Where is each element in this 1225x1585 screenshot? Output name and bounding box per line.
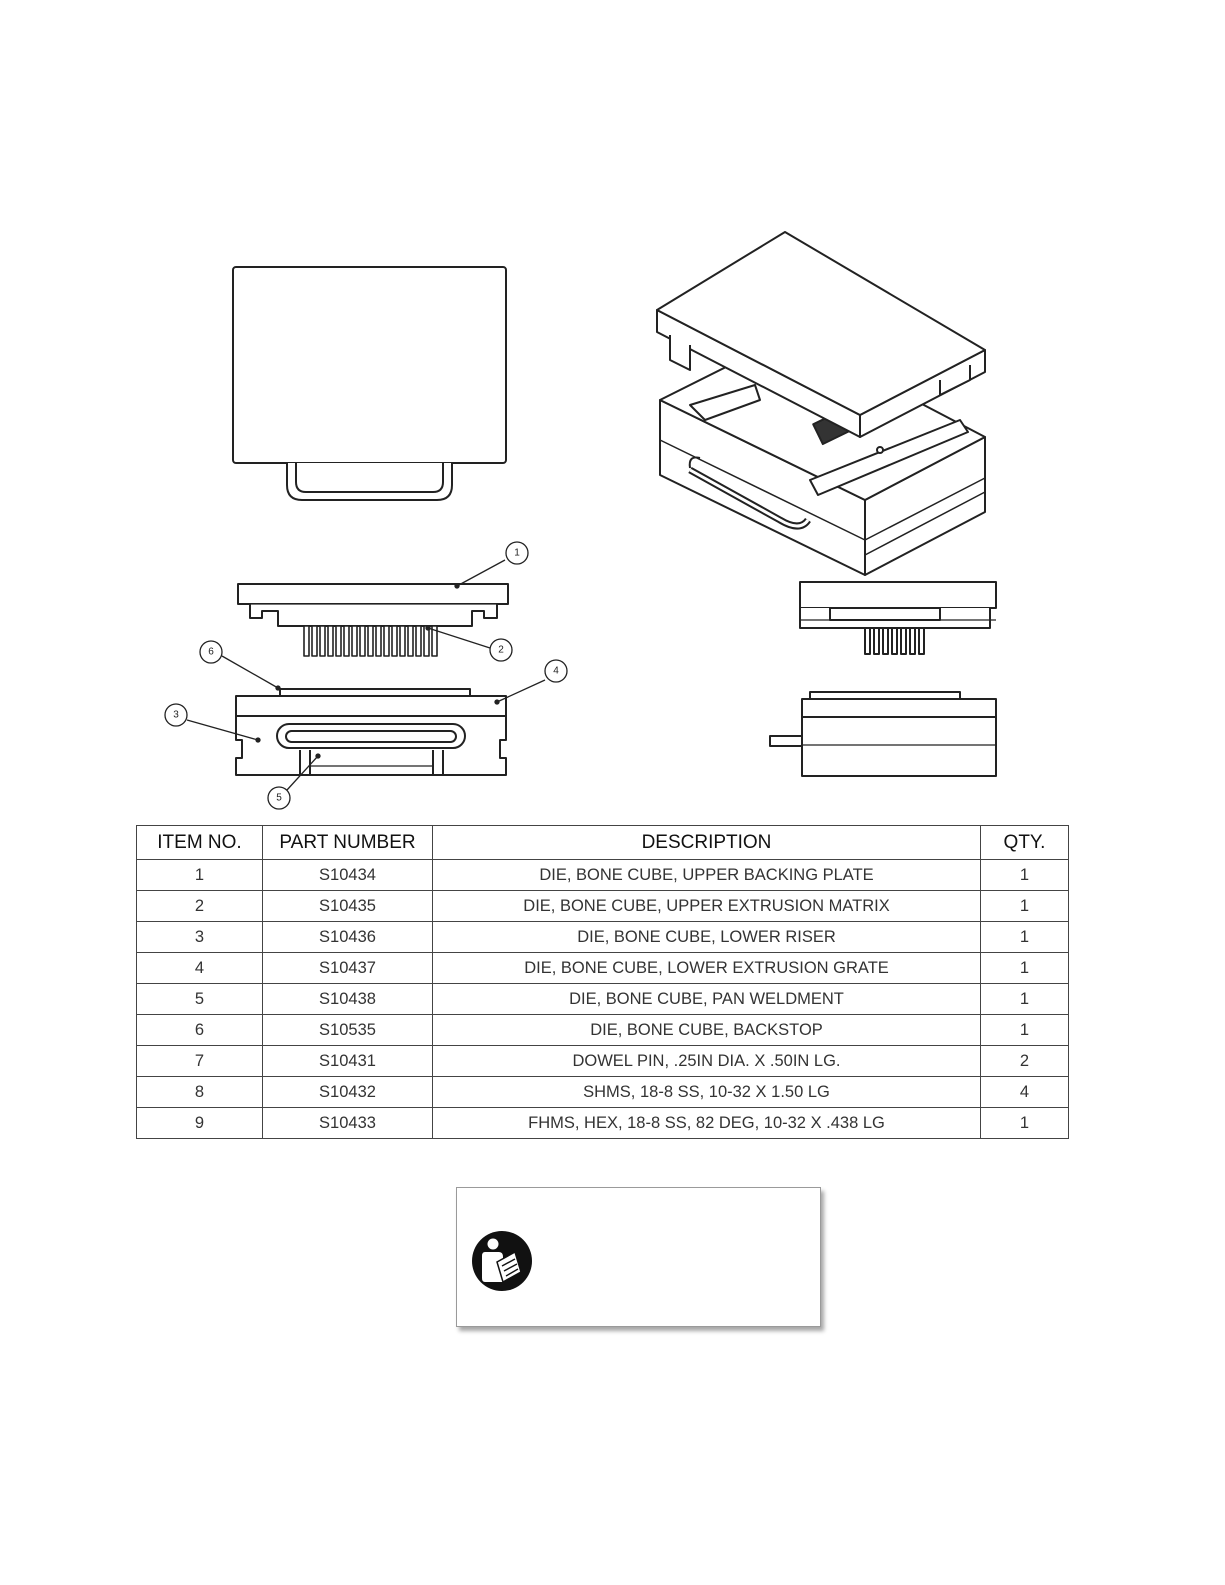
description-cell: SHMS, 18-8 SS, 10-32 X 1.50 LG [432, 1076, 981, 1108]
extrusion-teeth [303, 625, 438, 657]
part-number-cell: S10431 [262, 1045, 433, 1077]
header-description: DESCRIPTION [432, 825, 981, 860]
part-number-cell: S10535 [262, 1014, 433, 1046]
balloon-5 [267, 786, 291, 810]
qty-cell: 4 [980, 1076, 1069, 1108]
item-no-cell: 2 [136, 890, 263, 922]
balloon-label-2: 2 [498, 645, 504, 656]
part-number-cell: S10438 [262, 983, 433, 1015]
table-row: 8 S10432 SHMS, 18-8 SS, 10-32 X 1.50 LG … [136, 1076, 1069, 1108]
balloon-label-1: 1 [514, 548, 520, 559]
part-number-cell: S10433 [262, 1107, 433, 1139]
front-view [235, 583, 509, 776]
qty-cell: 1 [980, 890, 1069, 922]
part-number-cell: S10434 [262, 859, 433, 891]
part-number-cell: S10432 [262, 1076, 433, 1108]
qty-cell: 2 [980, 1045, 1069, 1077]
item-no-cell: 3 [136, 921, 263, 953]
balloon-4 [544, 659, 568, 683]
balloon-label-6: 6 [208, 647, 214, 658]
balloon-1 [505, 541, 529, 565]
description-cell: DOWEL PIN, .25IN DIA. X .50IN LG. [432, 1045, 981, 1077]
table-row: 5 S10438 DIE, BONE CUBE, PAN WELDMENT 1 [136, 983, 1069, 1015]
read-manual-icon [472, 1231, 532, 1291]
description-cell: DIE, BONE CUBE, BACKSTOP [432, 1014, 981, 1046]
bill-of-materials-table: ITEM NO. PART NUMBER DESCRIPTION QTY. 1 … [136, 825, 1069, 1139]
balloon-3 [164, 703, 188, 727]
table-row: 4 S10437 DIE, BONE CUBE, LOWER EXTRUSION… [136, 952, 1069, 984]
balloon-label-5: 5 [276, 793, 282, 804]
balloon-label-3: 3 [173, 710, 179, 721]
manual-note-box [456, 1187, 821, 1327]
item-no-cell: 5 [136, 983, 263, 1015]
item-no-cell: 4 [136, 952, 263, 984]
item-no-cell: 1 [136, 859, 263, 891]
description-cell: DIE, BONE CUBE, PAN WELDMENT [432, 983, 981, 1015]
item-no-cell: 9 [136, 1107, 263, 1139]
balloon-2 [489, 638, 513, 662]
header-part-number: PART NUMBER [262, 825, 433, 860]
balloon-label-4: 4 [553, 666, 559, 677]
qty-cell: 1 [980, 1014, 1069, 1046]
description-cell: DIE, BONE CUBE, UPPER BACKING PLATE [432, 859, 981, 891]
assembly-drawing: 1 2 3 4 5 6 [164, 231, 997, 810]
qty-cell: 1 [980, 859, 1069, 891]
table-row: 1 S10434 DIE, BONE CUBE, UPPER BACKING P… [136, 859, 1069, 891]
part-number-cell: S10437 [262, 952, 433, 984]
isometric-view [656, 231, 986, 576]
description-cell: FHMS, HEX, 18-8 SS, 82 DEG, 10-32 X .438… [432, 1107, 981, 1139]
part-number-cell: S10436 [262, 921, 433, 953]
table-row: 3 S10436 DIE, BONE CUBE, LOWER RISER 1 [136, 921, 1069, 953]
description-cell: DIE, BONE CUBE, LOWER EXTRUSION GRATE [432, 952, 981, 984]
table-row: 6 S10535 DIE, BONE CUBE, BACKSTOP 1 [136, 1014, 1069, 1046]
qty-cell: 1 [980, 1107, 1069, 1139]
description-cell: DIE, BONE CUBE, UPPER EXTRUSION MATRIX [432, 890, 981, 922]
table-row: 2 S10435 DIE, BONE CUBE, UPPER EXTRUSION… [136, 890, 1069, 922]
item-no-cell: 8 [136, 1076, 263, 1108]
top-view [232, 266, 507, 501]
header-item-no: ITEM NO. [136, 825, 263, 860]
item-no-cell: 6 [136, 1014, 263, 1046]
table-header-row: ITEM NO. PART NUMBER DESCRIPTION QTY. [136, 825, 1069, 860]
header-qty: QTY. [980, 825, 1069, 860]
table-row: 9 S10433 FHMS, HEX, 18-8 SS, 82 DEG, 10-… [136, 1107, 1069, 1139]
qty-cell: 1 [980, 952, 1069, 984]
table-row: 7 S10431 DOWEL PIN, .25IN DIA. X .50IN L… [136, 1045, 1069, 1077]
item-no-cell: 7 [136, 1045, 263, 1077]
callouts [164, 541, 568, 810]
side-views [769, 581, 997, 777]
balloon-6 [199, 640, 223, 664]
description-cell: DIE, BONE CUBE, LOWER RISER [432, 921, 981, 953]
part-number-cell: S10435 [262, 890, 433, 922]
qty-cell: 1 [980, 983, 1069, 1015]
qty-cell: 1 [980, 921, 1069, 953]
